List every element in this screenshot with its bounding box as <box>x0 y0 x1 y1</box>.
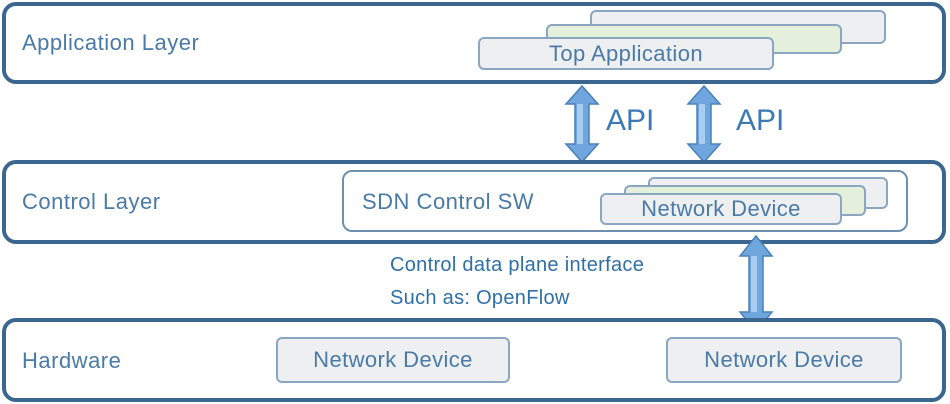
hardware-network-device-right-label: Network Device <box>704 347 864 372</box>
api-arrow-right <box>686 84 722 164</box>
control-network-device-card[interactable]: Network Device <box>600 193 842 225</box>
hardware-network-device-right[interactable]: Network Device <box>666 337 902 383</box>
api-arrow-left <box>564 84 600 164</box>
interface-line-1: Control data plane interface <box>390 254 645 276</box>
sdn-control-sw-label: SDN Control SW <box>362 189 535 214</box>
top-application-card[interactable]: Top Application <box>478 37 774 70</box>
hardware-network-device-left-label: Network Device <box>313 347 473 372</box>
control-layer-label: Control Layer <box>22 189 161 214</box>
hardware-network-device-left[interactable]: Network Device <box>276 337 510 383</box>
api-right-label: API <box>736 104 785 137</box>
api-left-label: API <box>606 104 655 137</box>
interface-line-2: Such as: OpenFlow <box>390 287 570 309</box>
application-layer-label: Application Layer <box>22 30 200 55</box>
top-application-label: Top Application <box>549 40 703 66</box>
hardware-layer-label: Hardware <box>22 348 122 373</box>
control-network-device-label: Network Device <box>641 196 801 221</box>
